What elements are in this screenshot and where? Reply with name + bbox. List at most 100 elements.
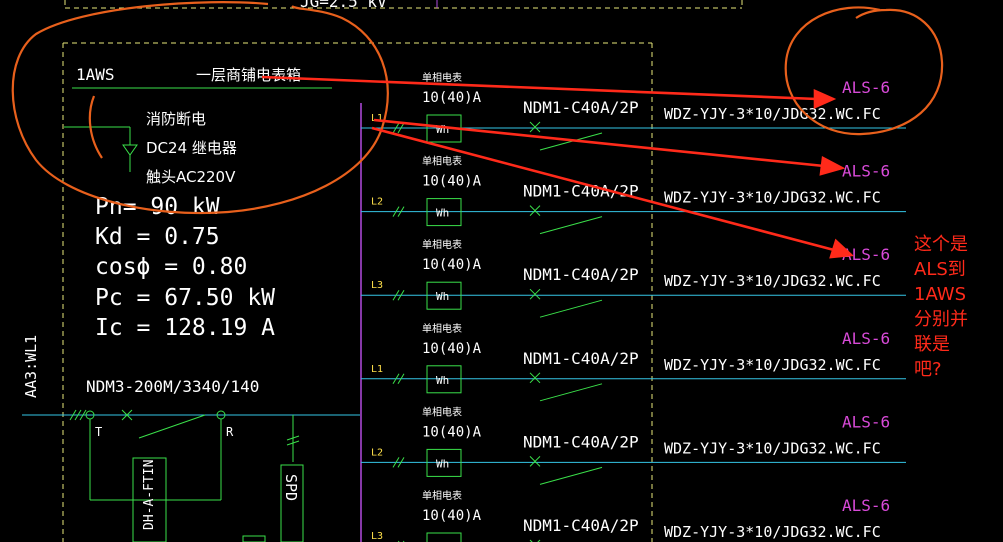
load-label: ALS-6 (842, 162, 890, 181)
arrow-3-shaft (371, 126, 835, 252)
arrow-3-head (829, 238, 854, 259)
param-cos: cosϕ = 0.80 (95, 254, 247, 280)
meter-mark: Wh (436, 374, 449, 387)
meter-mark: Wh (436, 290, 449, 303)
relay-hook-mark (88, 95, 103, 159)
arrow-1-head (813, 88, 837, 110)
meter-mark: Wh (436, 207, 449, 220)
arrow-1-shaft (261, 75, 818, 101)
param-pc: Pc = 67.50 kW (95, 285, 275, 311)
cable-spec: WDZ-YJY-3*10/JDG32.WC.FC (664, 105, 881, 123)
fire-relay-symbol (64, 126, 138, 172)
tick-mark (392, 373, 400, 385)
load-parameters: Pn= 90 kW Kd = 0.75 cosϕ = 0.80 Pc = 67.… (95, 194, 275, 341)
meter-mark: Wh (436, 123, 449, 136)
upper-panel-fragment (64, 0, 743, 9)
breaker-cross (529, 288, 541, 300)
breaker-label: NDM1-C40A/2P (523, 182, 639, 201)
meter-rating: 10(40)A (422, 341, 482, 357)
phase-label: L1 (371, 113, 383, 124)
breaker-contact (539, 132, 603, 151)
meter-mark: Wh (436, 457, 449, 470)
t-terminal-label: T (95, 425, 102, 439)
red-annotation-arrows (261, 75, 854, 259)
load-label: ALS-6 (842, 412, 890, 431)
meter-name: 单相电表 (422, 155, 462, 168)
tick-mark (397, 457, 405, 468)
tick-mark (397, 206, 405, 217)
meter-rating: 10(40)A (422, 424, 482, 440)
annotation-note: 这个是 ALS到 1AWS 分别并 联是 吧? (914, 234, 968, 380)
tick-mark (397, 122, 405, 134)
breaker-label: NDM1-C40A/2P (523, 265, 639, 284)
meter-rating: 10(40)A (422, 508, 482, 524)
breaker-label: NDM1-C40A/2P (523, 432, 639, 451)
meter-name: 单相电表 (422, 489, 462, 502)
phase-label: L1 (371, 364, 383, 375)
load-label: ALS-6 (842, 245, 890, 264)
meter-rating: 10(40)A (422, 257, 482, 273)
meter-box (426, 448, 462, 477)
load-label: ALS-6 (842, 496, 890, 515)
cable-spec: WDZ-YJY-3*10/JDG32.WC.FC (664, 189, 881, 207)
main-breaker-symbol (69, 409, 304, 542)
breaker-label: NDM1-C40A/2P (523, 98, 639, 117)
phase-label: L2 (371, 447, 383, 458)
fire-cut-label: 消防断电 (146, 110, 206, 128)
phase-label: L3 (371, 531, 383, 542)
meter-rating: 10(40)A (422, 174, 482, 190)
breaker-label: NDM1-C40A/2P (523, 516, 639, 535)
param-ic: Ic = 128.19 A (95, 315, 275, 341)
breaker-label: NDM1-C40A/2P (523, 349, 639, 368)
upper-panel-label: JG=2.5 kV (300, 0, 387, 11)
cable-spec: WDZ-YJY-3*10/JDG32.WC.FC (664, 523, 881, 541)
panel-id: 1AWS (76, 65, 115, 84)
load-label-circle (784, 6, 944, 136)
relay-label: DC24 继电器 (146, 139, 237, 157)
tick-mark (392, 122, 400, 134)
incoming-feeder-label: AA3:WL1 (22, 335, 40, 398)
breaker-contact (539, 299, 603, 318)
param-kd: Kd = 0.75 (95, 224, 220, 250)
cable-spec: WDZ-YJY-3*10/JDG32.WC.FC (664, 272, 881, 290)
panel-name: 一层商铺电表箱 (196, 66, 301, 84)
panel-frame (62, 42, 653, 542)
orange-markup-ellipses (11, 1, 944, 215)
breaker-cross (529, 456, 541, 467)
breaker-contact (539, 383, 603, 402)
arrow-2-head (819, 155, 846, 176)
breaker-cross (529, 372, 541, 384)
dh-device-label: DH-A-FTIN (142, 460, 157, 530)
meter-name: 单相电表 (422, 405, 462, 418)
spd-label: SPD (282, 474, 300, 501)
arrow-2-shaft (373, 118, 825, 168)
breaker-contact (539, 466, 603, 485)
panel-header-circle (11, 1, 389, 215)
meter-box (426, 365, 462, 394)
tick-mark (397, 289, 405, 301)
meter-box (426, 532, 462, 542)
meter-name: 单相电表 (422, 238, 462, 251)
tick-mark (392, 457, 400, 468)
breaker-cross (529, 121, 541, 133)
load-label: ALS-6 (842, 329, 890, 348)
tick-mark (397, 373, 405, 385)
contact-label: 触头AC220V (146, 168, 236, 186)
cable-spec: WDZ-YJY-3*10/JDG32.WC.FC (664, 356, 881, 374)
tick-mark (392, 206, 400, 217)
main-breaker-label: NDM3-200M/3340/140 (86, 377, 259, 396)
meter-box (426, 198, 462, 227)
param-pn: Pn= 90 kW (95, 194, 220, 220)
phase-label: L2 (371, 197, 383, 208)
cable-spec: WDZ-YJY-3*10/JDG32.WC.FC (664, 439, 881, 457)
phase-label: L3 (371, 280, 383, 291)
meter-box (426, 281, 462, 310)
tick-mark (392, 289, 400, 301)
r-terminal-label: R (226, 425, 234, 439)
meter-name: 单相电表 (422, 322, 462, 335)
breaker-cross (529, 205, 541, 216)
meter-name: 单相电表 (422, 71, 462, 84)
load-label: ALS-6 (842, 78, 890, 97)
